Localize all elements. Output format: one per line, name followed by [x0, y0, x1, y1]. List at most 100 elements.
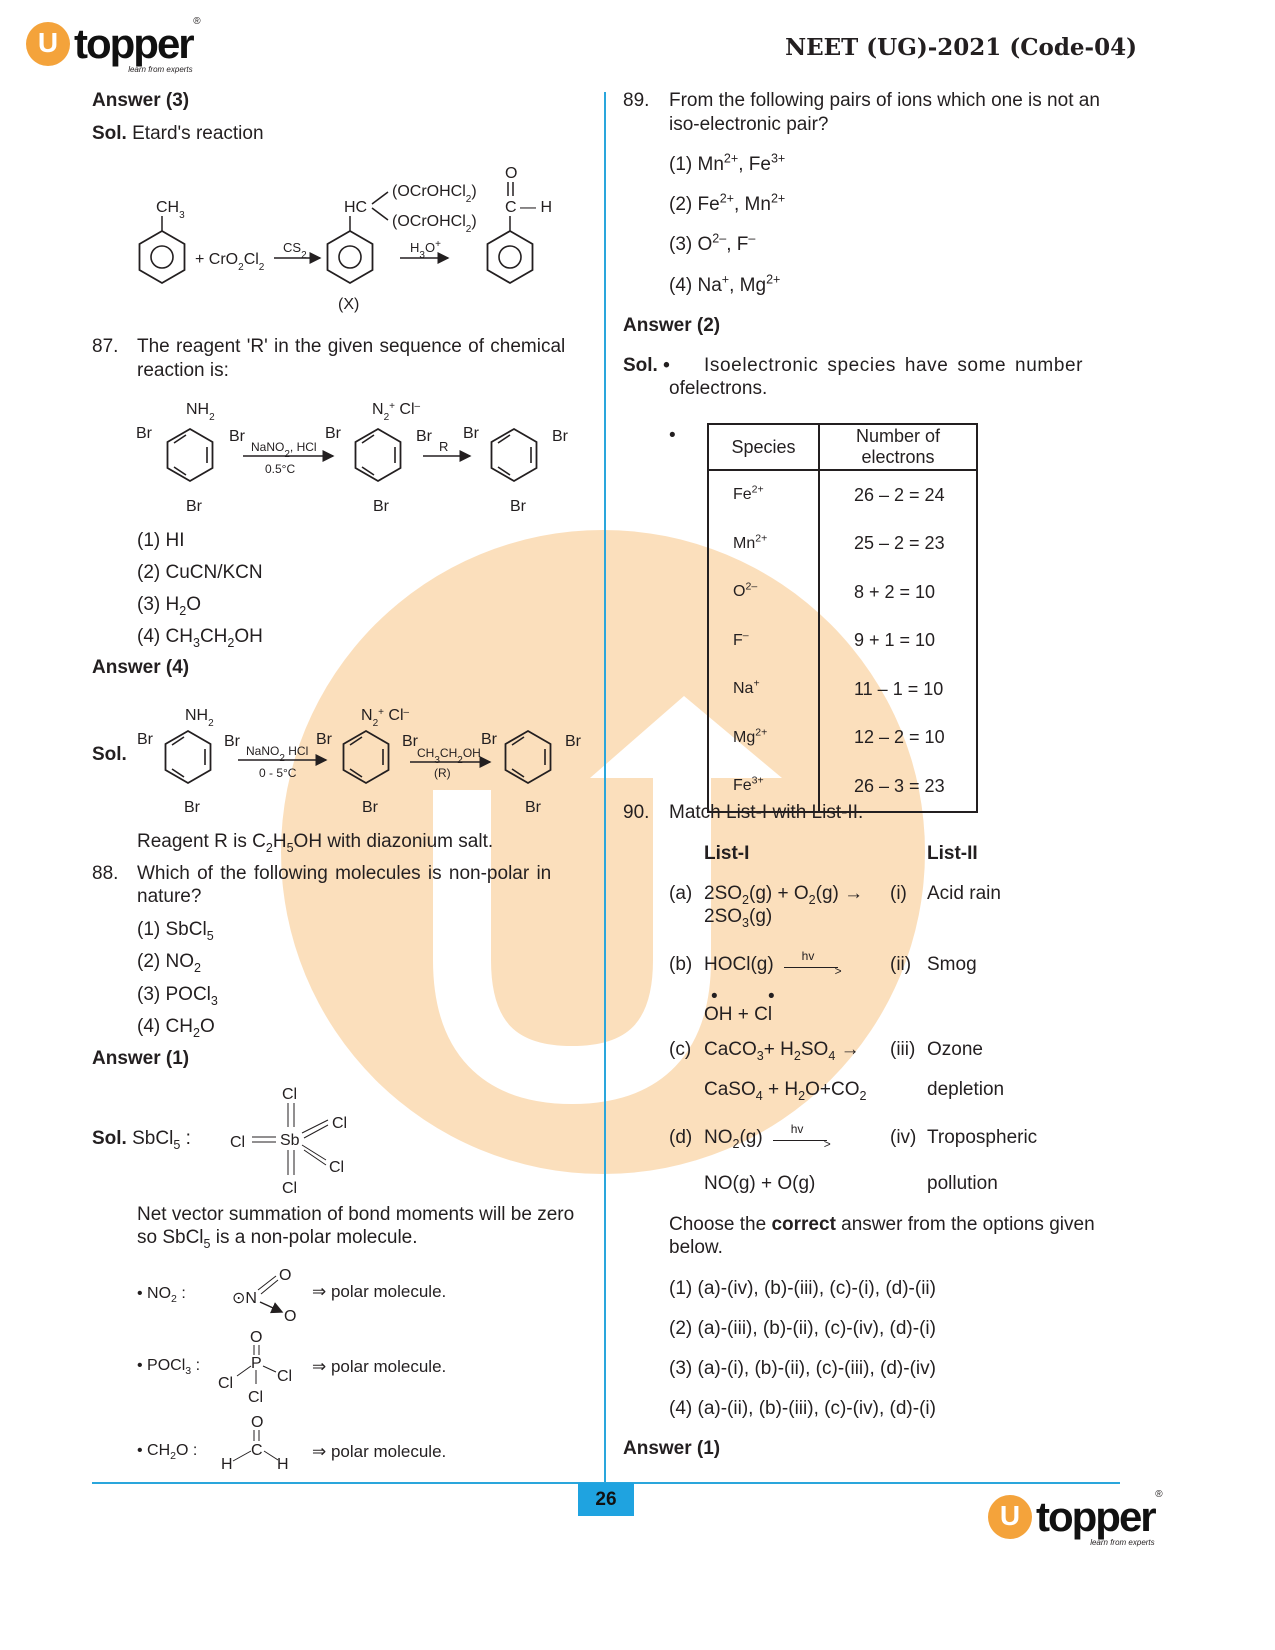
q90-answer: Answer (1): [623, 1438, 721, 1459]
radical-dot-icon: •: [768, 986, 775, 1007]
h-label: — H: [520, 199, 552, 216]
r-label: R: [439, 439, 448, 454]
r-label: (R): [434, 766, 451, 780]
species-cell: Mg2+: [708, 713, 820, 762]
q88-answer: Answer (1): [92, 1048, 190, 1069]
q87-option-1[interactable]: (1) HI: [137, 530, 185, 551]
o-label: O: [284, 1308, 296, 1325]
hv-arrow: hv>: [772, 1122, 831, 1151]
q87-option-2[interactable]: (2) CuCN/KCN: [137, 562, 263, 583]
cl-label: Cl: [277, 1368, 292, 1385]
q89-option-4[interactable]: (4) Na+, Mg2+: [669, 272, 781, 296]
benzene-ring: [486, 230, 534, 284]
q89-text-line1: From the following pairs of ions which o…: [669, 90, 1100, 111]
list1-text: 2SO2(g) + O2(g) →: [704, 883, 864, 907]
br-label: Br: [373, 498, 390, 515]
h-label: H: [221, 1456, 233, 1473]
q90-option-4[interactable]: (4) (a)-(ii), (b)-(iii), (c)-(iv), (d)-(…: [669, 1398, 936, 1419]
condition-label: H3O+: [410, 239, 441, 261]
sol-label: Sol.: [92, 1128, 127, 1149]
page-number: 26: [578, 1483, 634, 1516]
table-row: Na+11 – 1 = 10: [708, 665, 977, 714]
ch2o-structure: O C H H: [221, 1414, 289, 1473]
c-label: C: [505, 199, 517, 216]
list2-item: Acid rain: [927, 883, 1001, 904]
q90-option-3[interactable]: (3) (a)-(i), (b)-(ii), (c)-(iii), (d)-(i…: [669, 1358, 936, 1379]
q90-option-1[interactable]: (1) (a)-(iv), (b)-(iii), (c)-(i), (d)-(i…: [669, 1278, 936, 1299]
column-divider: [604, 92, 606, 1482]
br-label: Br: [184, 799, 201, 816]
benzene-ring: [326, 230, 374, 284]
q88-solution: Sol. SbCl5 :: [92, 1128, 191, 1152]
q87-text-line2: reaction is:: [137, 360, 229, 381]
footer-topper-logo: U topper ® learn from experts: [988, 1489, 1163, 1547]
cl-label: Cl: [329, 1159, 344, 1176]
br-label: Br: [136, 425, 153, 442]
cl-label: Cl: [230, 1134, 245, 1151]
br-label: Br: [481, 731, 498, 748]
q89-option-1[interactable]: (1) Mn2+, Fe3+: [669, 151, 786, 175]
br-label: Br: [565, 733, 582, 750]
br-label: Br: [402, 733, 419, 750]
pocl3-result: ⇒ polar molecule.: [312, 1357, 447, 1376]
electrons-cell: 26 – 3 = 23: [854, 775, 945, 796]
group-label: (OCrOHCl2): [392, 213, 477, 235]
match-key: (d): [669, 1127, 693, 1148]
list2-item-cont: depletion: [927, 1079, 1005, 1100]
list1-item: HOCl(g)hv>: [704, 949, 842, 978]
sol-formula: SbCl5 :: [132, 1128, 191, 1152]
electrons-cell: 9 + 1 = 10: [854, 630, 936, 651]
br-label: Br: [525, 799, 542, 816]
hv-label: hv: [801, 948, 815, 963]
list1-item-cont: 2SO3(g): [704, 906, 773, 930]
q90-choose-line2: below.: [669, 1237, 723, 1258]
q89-answer: Answer (2): [623, 315, 721, 336]
h-label: H: [277, 1456, 289, 1473]
br-label: Br: [325, 425, 342, 442]
q88-option-1[interactable]: (1) SbCl5: [137, 919, 214, 943]
nh2-label: NH2: [186, 401, 215, 423]
cl-label: Cl: [332, 1115, 347, 1132]
sol-text: Etard's reaction: [132, 123, 264, 144]
n-label: ⊙N: [232, 1290, 257, 1307]
electron-count-table: Species Number of electrons Fe2+26 – 2 =…: [707, 423, 978, 813]
list2-item: Tropospheric: [927, 1127, 1038, 1148]
table-row: Fe2+26 – 2 = 24: [708, 470, 977, 520]
sol-label: Sol.: [92, 123, 127, 144]
o-label: O: [250, 1329, 262, 1346]
q89-option-2[interactable]: (2) Fe2+, Mn2+: [669, 191, 786, 215]
registered-mark: ®: [193, 16, 201, 27]
list2-item: Ozone: [927, 1039, 983, 1060]
no2-label: • NO2 :: [137, 1285, 186, 1306]
q87-option-4[interactable]: (4) CH3CH2OH: [137, 626, 263, 650]
q89-number: 89.: [623, 90, 650, 111]
table-row: F– 9 + 1 = 10: [708, 616, 977, 665]
ch2o-result: ⇒ polar molecule.: [312, 1442, 447, 1461]
q88-option-2[interactable]: (2) NO2: [137, 951, 201, 975]
electrons-cell: 8 + 2 = 10: [854, 581, 936, 602]
list1-item: CaCO3+ H2SO4 →: [704, 1039, 860, 1062]
q90-option-2[interactable]: (2) (a)-(iii), (b)-(ii), (c)-(iv), (d)-(…: [669, 1318, 936, 1339]
q87-scheme: NH2 Br Br Br NaNO2, HCl 0.5°C N2+ Cl– Br…: [136, 401, 569, 516]
match-roman: (iv): [890, 1127, 917, 1148]
logo-text: topper: [74, 20, 195, 67]
list1-item: NO2(g) hv>: [704, 1122, 831, 1151]
o-label: O: [279, 1267, 291, 1284]
q89-sol-line1: Isoelectronic species have some number: [704, 355, 1084, 376]
q88-option-4[interactable]: (4) CH2O: [137, 1016, 215, 1040]
q88-text-line2: nature?: [137, 886, 202, 907]
match-roman: (ii): [890, 954, 912, 975]
match-roman: (i): [890, 883, 907, 904]
q88-option-3[interactable]: (3) POCl3: [137, 984, 218, 1008]
topper-logo: U topper ® learn from experts: [26, 16, 201, 74]
q87-answer: Answer (4): [92, 657, 190, 678]
q88-number: 88.: [92, 863, 119, 884]
o-label: O: [251, 1414, 263, 1431]
table-row: Mg2+12 – 2 = 10: [708, 713, 977, 762]
choose-text: answer from the options given: [835, 1214, 1095, 1235]
q89-option-3[interactable]: (3) O2–, F–: [669, 231, 756, 255]
species-cell: F–: [708, 616, 820, 665]
logo-tagline: learn from experts: [128, 65, 193, 74]
list1-text: NO2(g): [704, 1127, 763, 1151]
q87-option-3[interactable]: (3) H2O: [137, 594, 201, 618]
